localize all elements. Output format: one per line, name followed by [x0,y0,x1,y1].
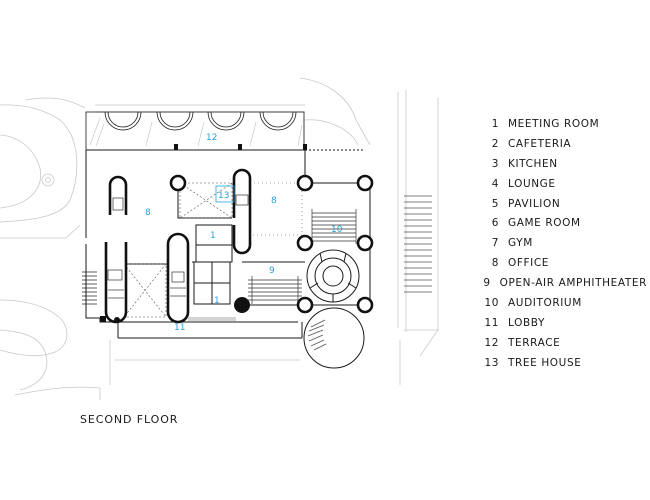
legend-label: MEETING ROOM [508,117,600,130]
terrace-hatch [89,117,303,147]
legend-number: 4 [491,177,499,190]
lobby-entrance [188,317,236,321]
legend-label: KITCHEN [508,157,558,170]
legend-label: PAVILION [508,197,561,210]
open-voids [123,182,303,318]
legend-number: 13 [484,356,499,369]
legend-item: 4 LOUNGE [482,174,647,194]
building-walls [85,149,371,339]
legend-item: 13 TREE HOUSE [482,353,647,373]
column-solids [100,144,307,323]
room-label-terrace: 12 [206,133,217,143]
legend-number: 9 [483,277,491,290]
room-label-office-west: 8 [145,208,151,218]
room-label-auditorium: 10 [331,225,343,235]
auditorium-steps [311,209,357,244]
legend-item: 3 KITCHEN [482,154,647,174]
legend-item: 8 OFFICE [482,253,647,273]
room-label-amphitheater: 9 [269,266,275,276]
legend-item: 5 PAVILION [482,194,647,214]
floor-title: SECOND FLOOR [80,413,179,426]
legend-label: GAME ROOM [508,217,581,230]
legend-number: 3 [491,157,499,170]
legend-label: CAFETERIA [508,137,572,150]
site-context-lines [0,77,439,400]
legend-number: 8 [491,257,499,270]
legend-item: 12 TERRACE [482,333,647,353]
legend-number: 10 [484,296,499,309]
room-label-tree-house: 13 [218,191,229,201]
legend-item: 6 GAME ROOM [482,213,647,233]
room-label-meeting-room-lower: 1 [214,296,220,306]
legend-label: OFFICE [508,257,550,270]
legend-label: GYM [508,237,533,250]
legend-number: 5 [491,197,499,210]
lower-circle [303,307,365,369]
legend-label: AUDITORIUM [508,296,582,309]
terrace-canopy [85,111,305,151]
amphitheater-steps [248,276,302,304]
legend-label: TERRACE [508,336,561,349]
legend-item: 1 MEETING ROOM [482,114,647,134]
legend-number: 12 [484,336,499,349]
legend-item: 11 LOBBY [482,313,647,333]
room-label-meeting-room-upper: 1 [210,231,216,241]
legend-label: OPEN-AIR AMPHITHEATER [499,277,647,290]
legend-item: 7 GYM [482,233,647,253]
structural-cores [104,168,252,324]
legend-number: 6 [491,217,499,230]
tree-house [215,185,235,203]
core-interiors [107,194,249,299]
legend-item: 2 CAFETERIA [482,134,647,154]
legend-label: LOUNGE [508,177,556,190]
legend-item: 10 AUDITORIUM [482,293,647,313]
left-stair [82,271,97,305]
room-labels: 12 13 8 8 10 1 9 1 11 [145,133,343,333]
legend-number: 11 [484,316,499,329]
legend-label: TREE HOUSE [508,356,582,369]
legend-number: 2 [491,137,499,150]
legend-number: 7 [491,237,499,250]
legend-label: LOBBY [508,316,545,329]
room-label-office-east: 8 [271,196,277,206]
exterior-stair [404,195,432,293]
auditorium-seating [306,249,360,303]
legend-number: 1 [491,117,499,130]
room-label-lobby: 11 [174,323,185,333]
legend-item: 9 OPEN-AIR AMPHITHEATER [482,273,647,293]
columns [169,174,374,314]
lower-circle-hatch [307,319,327,351]
